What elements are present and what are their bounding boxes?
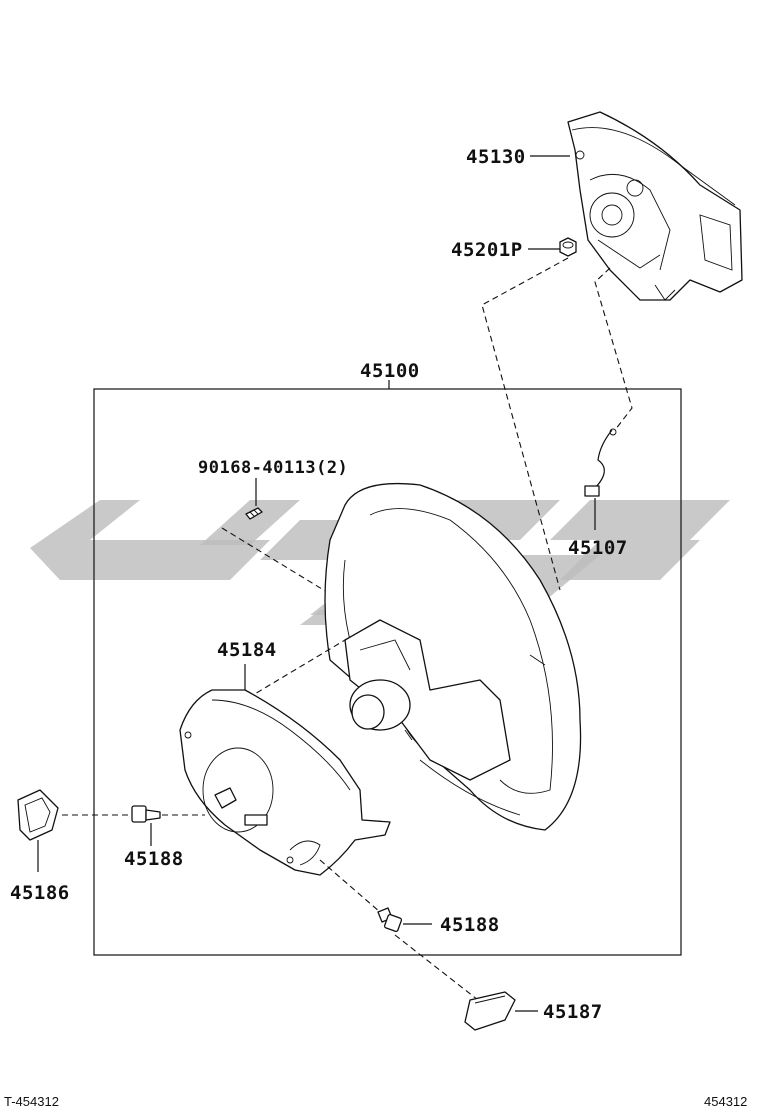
footer-left-code: T-454312 — [4, 1094, 59, 1109]
steering-wheel-drawing — [324, 482, 582, 831]
airbag-assembly-drawing — [567, 111, 743, 301]
part-label-45188-left: 45188 — [124, 848, 184, 870]
bottom-cap-drawing — [464, 991, 516, 1031]
wire-harness-drawing — [584, 428, 617, 497]
cover-drawing — [179, 689, 391, 876]
assembly-frame — [93, 388, 682, 956]
part-label-45186: 45186 — [10, 882, 70, 904]
left-cap-drawing — [17, 789, 59, 841]
part-label-45130: 45130 — [466, 146, 526, 168]
left-screw-drawing — [131, 805, 161, 823]
part-label-45187: 45187 — [543, 1001, 603, 1023]
nut-drawing — [559, 237, 577, 257]
part-label-90168: 90168-40113(2) — [198, 458, 348, 478]
footer-right-code: 454312 — [704, 1094, 747, 1109]
part-label-45100: 45100 — [360, 360, 420, 382]
part-label-45107: 45107 — [568, 537, 628, 559]
part-label-45184: 45184 — [217, 639, 277, 661]
right-screw-drawing — [377, 907, 403, 933]
part-label-45201p: 45201P — [451, 239, 523, 261]
part-label-45188-right: 45188 — [440, 914, 500, 936]
screw-drawing — [245, 507, 263, 520]
